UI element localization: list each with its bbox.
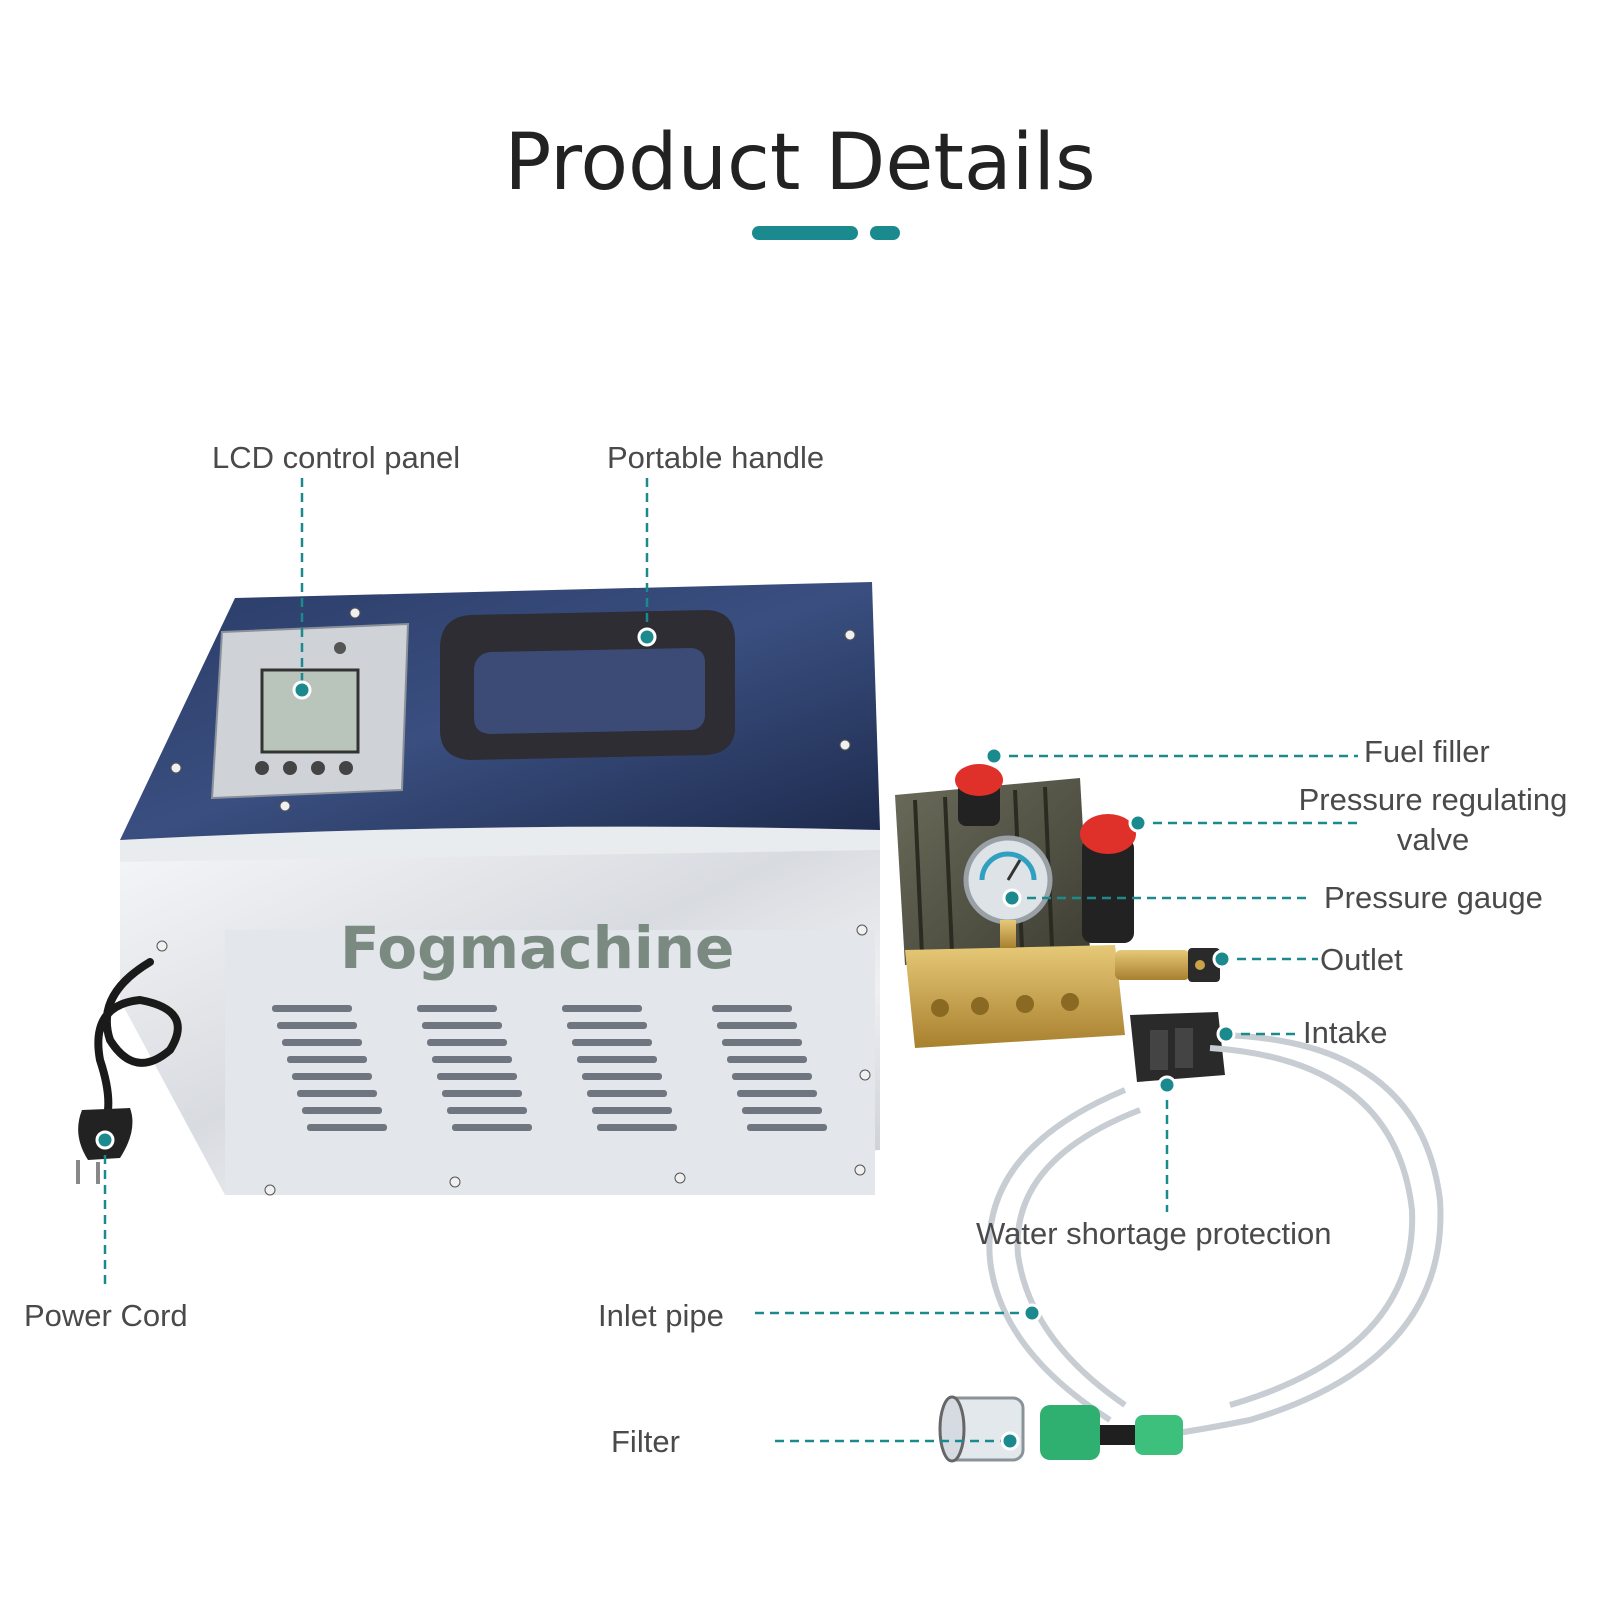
filter (938, 1395, 1183, 1463)
marker-fuel-filler (984, 746, 1004, 766)
label-outlet: Outlet (1320, 942, 1403, 977)
title-underline-short (870, 226, 900, 240)
label-inlet-pipe: Inlet pipe (598, 1298, 724, 1333)
label-pressure-gauge: Pressure gauge (1324, 880, 1543, 915)
label-pressure-regulating-valve-line1: Pressure regulating (1298, 782, 1568, 817)
marker-water-shortage (1157, 1075, 1177, 1095)
page-title: Product Details (504, 118, 1096, 208)
lcd-control-panel (210, 622, 410, 800)
label-intake: Intake (1303, 1015, 1388, 1050)
brand-logo: Fogmachine (340, 914, 734, 982)
marker-outlet (1212, 949, 1232, 969)
marker-inlet-pipe (1022, 1303, 1042, 1323)
label-lcd-control-panel: LCD control panel (212, 440, 461, 475)
label-filter: Filter (611, 1424, 680, 1459)
marker-intake (1216, 1024, 1236, 1044)
inlet-pipe (986, 1032, 1444, 1443)
leader-lines (103, 478, 1358, 1443)
marker-lcd (292, 680, 312, 700)
marker-pressure-gauge (1002, 888, 1022, 908)
marker-dots (95, 627, 1236, 1451)
marker-filter (1000, 1431, 1020, 1451)
label-water-shortage-protection: Water shortage protection (976, 1216, 1332, 1251)
label-fuel-filler: Fuel filler (1364, 734, 1490, 769)
pump-assembly (895, 764, 1225, 1082)
marker-pressure-valve (1128, 813, 1148, 833)
portable-handle (440, 610, 735, 760)
title-underline-long (752, 226, 858, 240)
label-portable-handle: Portable handle (607, 440, 825, 475)
label-pressure-regulating-valve-line2: valve (1396, 822, 1470, 857)
power-cord (94, 958, 182, 1114)
label-power-cord: Power Cord (24, 1298, 188, 1333)
label-pressure-regulating-valve: Pressure regulating valve (1288, 780, 1578, 860)
marker-power-cord (95, 1130, 115, 1150)
marker-handle (637, 627, 657, 647)
